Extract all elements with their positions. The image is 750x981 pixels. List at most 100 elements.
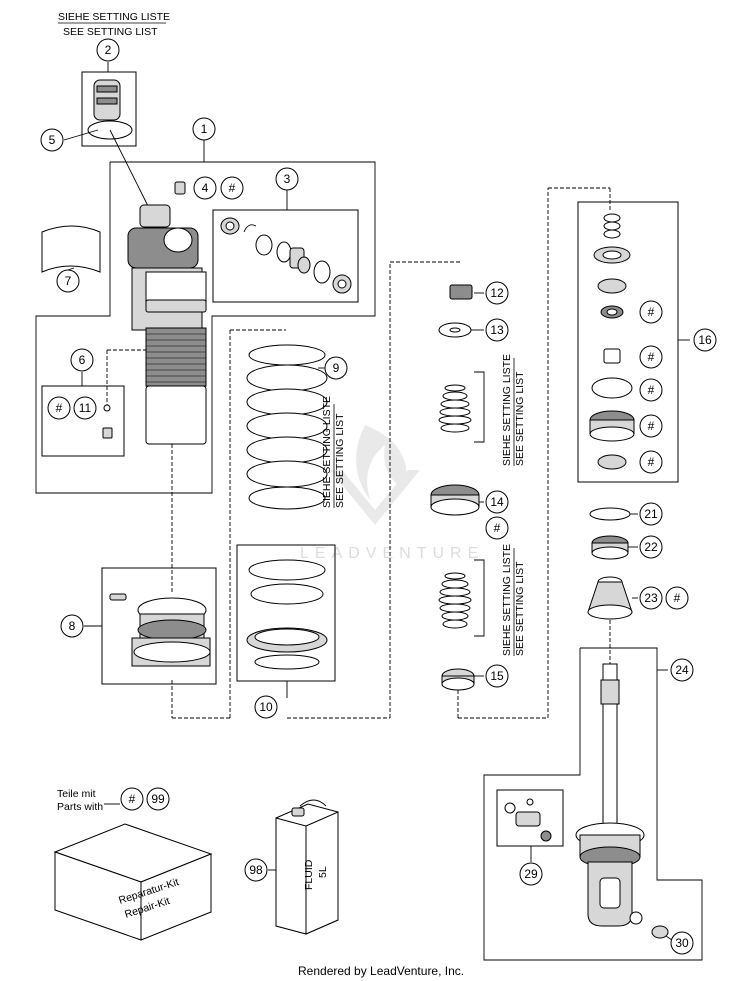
- callout-3[interactable]: 3: [275, 167, 299, 191]
- callout-1[interactable]: 1: [192, 117, 216, 141]
- svg-text:11: 11: [79, 401, 92, 415]
- setting-list-label-upper: SIEHE SETTING LISTE SEE SETTING LIST: [501, 354, 526, 466]
- svg-text:#: #: [648, 419, 655, 433]
- callout-15[interactable]: 15: [485, 664, 509, 688]
- svg-text:29: 29: [524, 867, 538, 881]
- callout-22[interactable]: 22: [639, 535, 663, 559]
- setting-list-en-top: SEE SETTING LIST: [63, 26, 158, 38]
- callout-21[interactable]: 21: [639, 502, 663, 526]
- callout-hash-16e[interactable]: #: [639, 450, 663, 474]
- svg-text:6: 6: [79, 353, 86, 367]
- callout-8[interactable]: 8: [60, 614, 84, 638]
- svg-text:3: 3: [284, 172, 291, 186]
- callout-hash-14[interactable]: #: [485, 516, 509, 540]
- callout-7[interactable]: 7: [56, 269, 80, 293]
- repair-kit-box: [53, 823, 213, 941]
- kit-label-line2: Parts with: [57, 801, 103, 813]
- svg-text:21: 21: [644, 507, 658, 521]
- callout-4[interactable]: 4: [193, 176, 217, 200]
- svg-text:SEE SETTING LIST: SEE SETTING LIST: [514, 561, 526, 656]
- svg-text:SIEHE SETTING LISTE: SIEHE SETTING LISTE: [501, 544, 513, 656]
- svg-text:#: #: [674, 591, 681, 605]
- svg-text:99: 99: [151, 792, 165, 806]
- washer-part-13: [438, 322, 472, 338]
- spring-seat-part-10: [246, 559, 328, 670]
- callout-30[interactable]: 30: [670, 931, 694, 955]
- part-16-frame: [577, 201, 679, 483]
- svg-text:10: 10: [259, 700, 273, 714]
- setting-list-label-9: SIEHE SETTING LISTE SEE SETTING LIST: [321, 396, 346, 508]
- watermark-text: LEADVENTURE: [300, 545, 484, 562]
- svg-text:15: 15: [490, 669, 504, 683]
- callout-hash-23[interactable]: #: [665, 586, 689, 610]
- svg-text:SEE SETTING LIST: SEE SETTING LIST: [334, 413, 346, 508]
- part-3-frame: [212, 209, 359, 303]
- callout-hash-16b[interactable]: #: [639, 345, 663, 369]
- callout-98[interactable]: 98: [244, 858, 268, 882]
- callout-6[interactable]: 6: [70, 348, 94, 372]
- callout-9[interactable]: 9: [324, 356, 348, 380]
- svg-text:#: #: [229, 181, 236, 195]
- part-3-components: [220, 217, 352, 294]
- svg-text:5: 5: [49, 133, 56, 147]
- fluid-text-line2: 5L: [317, 866, 329, 878]
- callout-12[interactable]: 12: [485, 281, 509, 305]
- part-2-frame: [81, 71, 137, 147]
- callout-5[interactable]: 5: [40, 128, 64, 152]
- part-10-frame: [236, 544, 336, 682]
- fluid-text-line1: FLUID: [303, 859, 315, 890]
- svg-text:SIEHE SETTING LISTE: SIEHE SETTING LISTE: [501, 354, 513, 466]
- circlip-part-21: [589, 507, 631, 521]
- svg-text:9: 9: [333, 361, 340, 375]
- svg-text:#: #: [129, 792, 136, 806]
- svg-text:16: 16: [698, 333, 712, 347]
- nut-part-12: [449, 284, 473, 300]
- shock-thread: [145, 327, 207, 387]
- valve-part-29: [504, 798, 552, 842]
- washer-part-15: [441, 668, 475, 691]
- spring-part-9: [246, 344, 328, 510]
- callout-10[interactable]: 10: [254, 695, 278, 719]
- svg-text:1: 1: [201, 122, 208, 136]
- svg-text:23: 23: [644, 591, 658, 605]
- callout-hash-16c[interactable]: #: [639, 378, 663, 402]
- svg-text:30: 30: [675, 936, 689, 950]
- callout-11[interactable]: 11: [73, 396, 97, 420]
- svg-text:#: #: [648, 350, 655, 364]
- svg-text:14: 14: [490, 495, 504, 509]
- svg-text:8: 8: [69, 619, 76, 633]
- svg-text:SIEHE SETTING LISTE: SIEHE SETTING LISTE: [321, 396, 333, 508]
- svg-text:98: 98: [249, 863, 263, 877]
- watermark-logo: [330, 425, 420, 525]
- callout-hash-16d[interactable]: #: [639, 414, 663, 438]
- callout-2[interactable]: 2: [96, 38, 120, 62]
- shim-stack-lower: [438, 572, 472, 629]
- callout-99[interactable]: 99: [146, 787, 170, 811]
- svg-text:13: 13: [490, 323, 504, 337]
- callout-hash-16a[interactable]: #: [639, 300, 663, 324]
- svg-text:7: 7: [65, 274, 72, 288]
- callout-hash-kit[interactable]: #: [120, 787, 144, 811]
- callout-13[interactable]: 13: [485, 318, 509, 342]
- setting-list-de-top: SIEHE SETTING LISTE: [58, 11, 170, 23]
- svg-text:#: #: [648, 383, 655, 397]
- callout-14[interactable]: 14: [485, 490, 509, 514]
- svg-text:2: 2: [105, 43, 112, 57]
- svg-text:SEE SETTING LIST: SEE SETTING LIST: [514, 371, 526, 466]
- callout-23[interactable]: 23: [639, 586, 663, 610]
- bump-rubber-part-23: [587, 576, 633, 620]
- callout-hash-4[interactable]: #: [220, 176, 244, 200]
- svg-text:#: #: [494, 521, 501, 535]
- svg-text:4: 4: [202, 181, 209, 195]
- svg-text:22: 22: [644, 540, 658, 554]
- callout-16[interactable]: 16: [693, 328, 717, 352]
- callout-hash-6[interactable]: #: [47, 396, 71, 420]
- callout-29[interactable]: 29: [519, 862, 543, 886]
- bushing-part-30: [651, 925, 669, 939]
- footer-credit: Rendered by LeadVenture, Inc.: [298, 964, 464, 978]
- shim-stack-upper: [438, 384, 472, 433]
- callout-24[interactable]: 24: [670, 658, 694, 682]
- part-7-sleeve: [41, 225, 101, 273]
